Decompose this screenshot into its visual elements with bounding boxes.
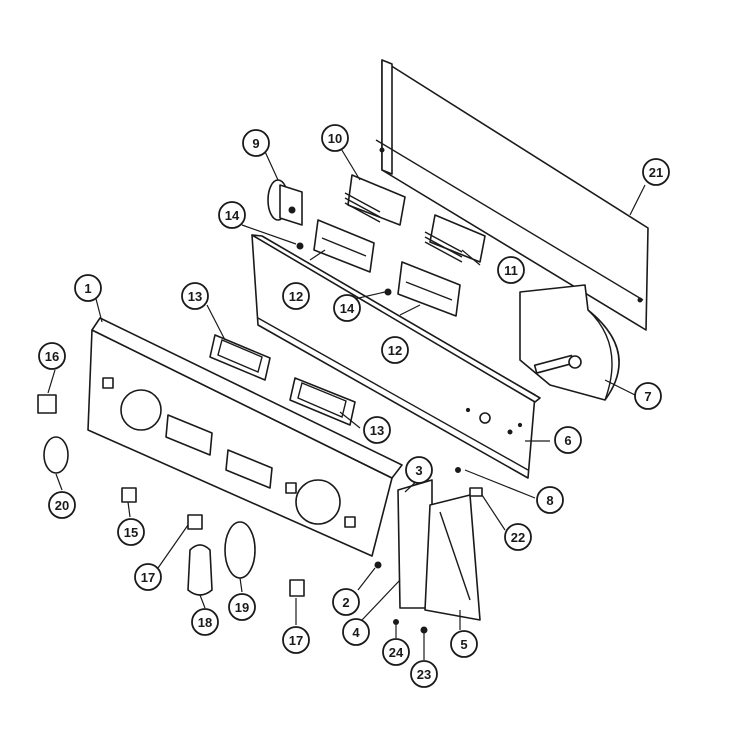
callout-label: 12 (388, 343, 402, 358)
rear-panel-part (375, 59, 649, 331)
callout-label: 21 (649, 165, 663, 180)
small-clip-part (469, 487, 483, 497)
callout-label: 9 (252, 136, 259, 151)
display-window-part-2 (289, 377, 356, 426)
callout-label: 5 (460, 637, 467, 652)
screw-part-23 (420, 626, 428, 634)
rotary-switch-part (267, 179, 303, 226)
callout-label: 24 (389, 645, 404, 660)
callout-7: 7 (634, 382, 662, 410)
knob-part-17 (187, 514, 203, 530)
callout-15: 15 (117, 518, 145, 546)
switch-block-part (344, 174, 406, 226)
callout-16: 16 (38, 342, 66, 370)
callout-label: 2 (342, 595, 349, 610)
callout-13b: 13 (363, 416, 391, 444)
callout-14b: 14 (333, 294, 361, 322)
callout-label: 17 (289, 633, 303, 648)
callout-label: 22 (511, 530, 525, 545)
callout-label: 11 (504, 263, 518, 278)
callout-17a: 17 (134, 563, 162, 591)
callout-label: 18 (198, 615, 212, 630)
callout-label: 14 (225, 208, 240, 223)
callout-12b: 12 (381, 336, 409, 364)
callout-label: 1 (84, 281, 91, 296)
callout-13a: 13 (181, 282, 209, 310)
callout-2: 2 (332, 588, 360, 616)
screw-part-24 (393, 619, 399, 625)
callout-6: 6 (554, 426, 582, 454)
callout-3: 3 (405, 456, 433, 484)
callout-12a: 12 (282, 282, 310, 310)
callout-label: 20 (55, 498, 69, 513)
knob-part-16 (37, 394, 57, 414)
callout-18: 18 (191, 608, 219, 636)
switch-block-part-2 (424, 214, 486, 263)
callout-label: 14 (340, 301, 355, 316)
knob-part-17b (289, 579, 305, 597)
callout-17b: 17 (282, 626, 310, 654)
callout-label: 7 (644, 389, 651, 404)
callout-label: 4 (352, 625, 360, 640)
callout-24: 24 (382, 638, 410, 666)
callout-label: 3 (415, 463, 422, 478)
callout-8: 8 (536, 486, 564, 514)
timer-motor-part (519, 284, 620, 401)
callout-22: 22 (504, 523, 532, 551)
callout-9: 9 (242, 129, 270, 157)
screw-part-2 (374, 561, 382, 569)
callout-10: 10 (321, 124, 349, 152)
callout-label: 23 (417, 667, 431, 682)
callout-label: 15 (124, 525, 138, 540)
callout-label: 13 (188, 289, 202, 304)
callout-4: 4 (342, 618, 370, 646)
callout-label: 16 (45, 349, 59, 364)
callout-label: 19 (235, 600, 249, 615)
knob-part-15 (121, 487, 137, 503)
callout-5: 5 (450, 630, 478, 658)
callout-11: 11 (497, 256, 525, 284)
callout-label: 6 (564, 433, 571, 448)
switch-module-part-2 (397, 261, 461, 317)
callout-14a: 14 (218, 201, 246, 229)
callout-21: 21 (642, 158, 670, 186)
callout-label: 12 (289, 289, 303, 304)
switch-module-part (313, 219, 375, 273)
callout-20: 20 (48, 491, 76, 519)
callout-label: 13 (370, 423, 384, 438)
end-cap-part (397, 479, 481, 621)
callout-19: 19 (228, 593, 256, 621)
control-panel-part (87, 317, 403, 557)
knob-part-18 (187, 544, 213, 596)
display-window-part (209, 334, 271, 381)
callout-label: 8 (546, 493, 553, 508)
callout-1: 1 (74, 274, 102, 302)
knob-part-20 (43, 436, 69, 474)
dial-part-19 (224, 521, 256, 579)
callout-23: 23 (410, 660, 438, 688)
callout-label: 10 (328, 131, 342, 146)
callout-label: 17 (141, 570, 155, 585)
